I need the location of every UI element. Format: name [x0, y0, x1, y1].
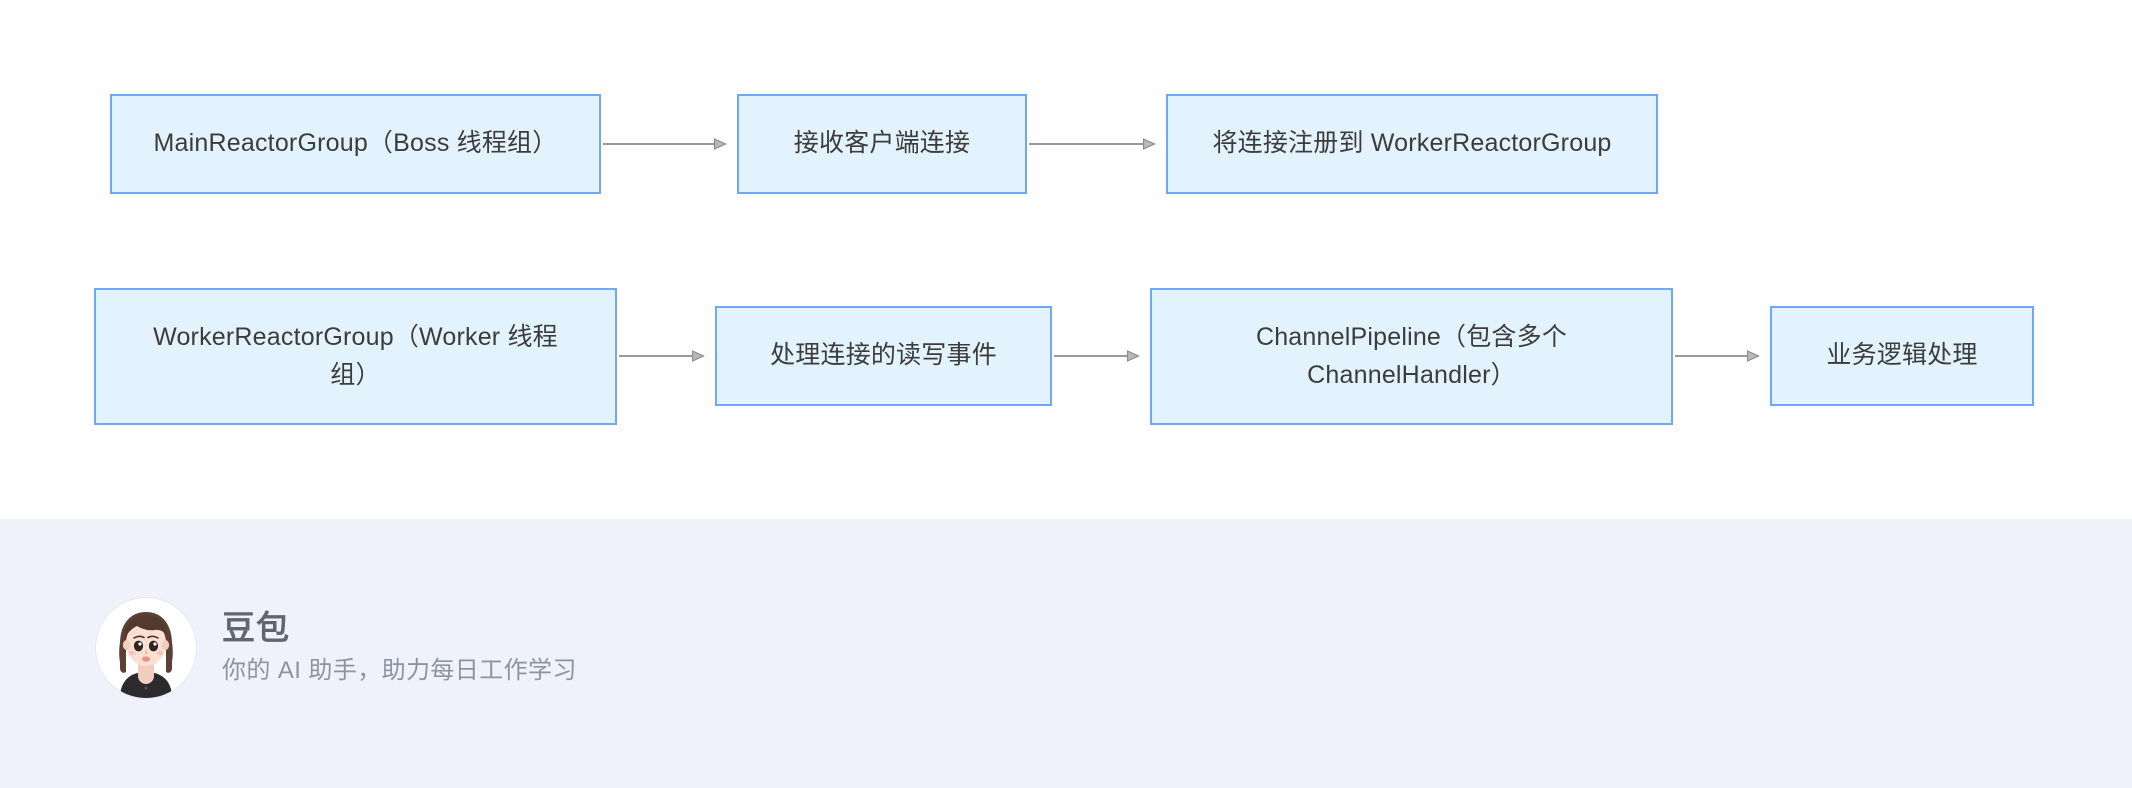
flow-node-register-to-worker[interactable]: 将连接注册到 WorkerReactorGroup — [1166, 94, 1658, 194]
assistant-tagline: 你的 AI 助手，助力每日工作学习 — [222, 656, 577, 684]
footer-bar: 豆包 你的 AI 助手，助力每日工作学习 — [0, 519, 2132, 788]
flow-node-main-reactor-group[interactable]: MainReactorGroup（Boss 线程组） — [110, 94, 601, 194]
flow-node-label: ChannelPipeline（包含多个 ChannelHandler） — [1255, 323, 1568, 389]
flow-node-channel-pipeline[interactable]: ChannelPipeline（包含多个 ChannelHandler） — [1150, 288, 1673, 425]
assistant-name: 豆包 — [222, 609, 290, 647]
profile-text: 豆包 你的 AI 助手，助力每日工作学习 — [222, 607, 577, 688]
flow-node-business-logic[interactable]: 业务逻辑处理 — [1770, 306, 2034, 406]
flow-node-label: 业务逻辑处理 — [1826, 341, 1978, 370]
flow-node-worker-reactor-group[interactable]: WorkerReactorGroup（Worker 线程 组） — [94, 288, 617, 425]
flow-node-label: WorkerReactorGroup（Worker 线程 组） — [153, 323, 558, 389]
flow-node-handle-rw-events[interactable]: 处理连接的读写事件 — [715, 306, 1052, 406]
flow-node-label: MainReactorGroup（Boss 线程组） — [153, 129, 558, 158]
flowchart-canvas: MainReactorGroup（Boss 线程组） 接收客户端连接 将连接注册… — [94, 0, 2132, 519]
assistant-profile: 豆包 你的 AI 助手，助力每日工作学习 — [96, 598, 577, 698]
flow-node-label: 处理连接的读写事件 — [770, 341, 997, 370]
avatar-illustration — [96, 598, 196, 698]
flow-node-accept-connection[interactable]: 接收客户端连接 — [737, 94, 1027, 194]
flow-node-label: 接收客户端连接 — [793, 129, 971, 158]
flow-node-label: 将连接注册到 WorkerReactorGroup — [1212, 129, 1612, 158]
avatar — [96, 598, 196, 698]
flowchart-edges — [603, 0, 2132, 519]
